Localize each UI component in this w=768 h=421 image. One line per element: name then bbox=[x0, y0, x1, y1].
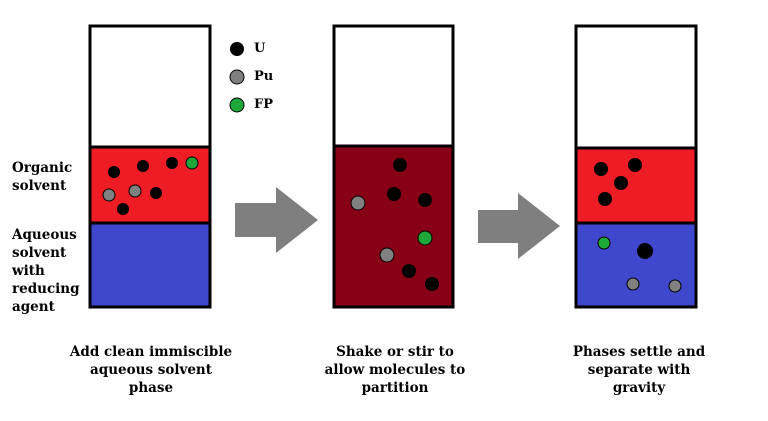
u-particle bbox=[108, 166, 120, 178]
u-particle bbox=[614, 176, 628, 190]
pu-particle bbox=[379, 247, 395, 263]
beaker-1 bbox=[88, 24, 212, 309]
arrow-right-1 bbox=[235, 187, 318, 253]
aqueous-solvent-label: Aqueous solvent with reducing agent bbox=[12, 227, 80, 315]
beaker-1-aqueous-phase bbox=[91, 224, 209, 306]
legend-fp-label: FP bbox=[254, 97, 274, 112]
beaker-3-aqueous-phase bbox=[577, 224, 695, 306]
beaker-1-outline bbox=[88, 24, 212, 309]
u-particle bbox=[166, 157, 178, 169]
u-particle bbox=[387, 187, 401, 201]
legend bbox=[229, 42, 245, 113]
legend-fp-marker bbox=[229, 97, 245, 113]
step-1-caption: Add clean immiscible aqueous solvent pha… bbox=[69, 344, 233, 396]
step-2-caption: Shake or stir to allow molecules to part… bbox=[324, 344, 466, 396]
legend-pu-marker bbox=[229, 69, 245, 85]
u-particle bbox=[418, 193, 432, 207]
fp-particle bbox=[417, 230, 433, 246]
u-particle bbox=[150, 187, 162, 199]
beaker-3-outline bbox=[574, 24, 698, 309]
beaker-2-outline bbox=[332, 24, 455, 309]
u-particle bbox=[117, 203, 129, 215]
pu-particle bbox=[350, 195, 366, 211]
u-particle bbox=[628, 158, 642, 172]
fp-particle bbox=[597, 236, 611, 250]
u-particle bbox=[402, 264, 416, 278]
pu-particle bbox=[128, 184, 142, 198]
organic-solvent-label: Organic solvent bbox=[12, 160, 73, 194]
arrow-right-2 bbox=[478, 193, 560, 259]
beaker-3 bbox=[574, 24, 698, 309]
u-particle bbox=[598, 192, 612, 206]
pu-particle bbox=[102, 188, 116, 202]
pu-particle bbox=[668, 279, 682, 293]
u-particle bbox=[425, 277, 439, 291]
u-particle bbox=[137, 160, 149, 172]
legend-u-marker bbox=[230, 42, 244, 56]
u-particle bbox=[594, 162, 608, 176]
step-3-caption: Phases settle and separate with gravity bbox=[572, 344, 706, 396]
legend-u-label: U bbox=[254, 41, 266, 56]
u-particle bbox=[393, 158, 407, 172]
pu-particle bbox=[626, 277, 640, 291]
fp-particle bbox=[185, 156, 199, 170]
beaker-2 bbox=[332, 24, 455, 309]
u-particle bbox=[637, 243, 653, 259]
legend-pu-label: Pu bbox=[254, 69, 274, 84]
